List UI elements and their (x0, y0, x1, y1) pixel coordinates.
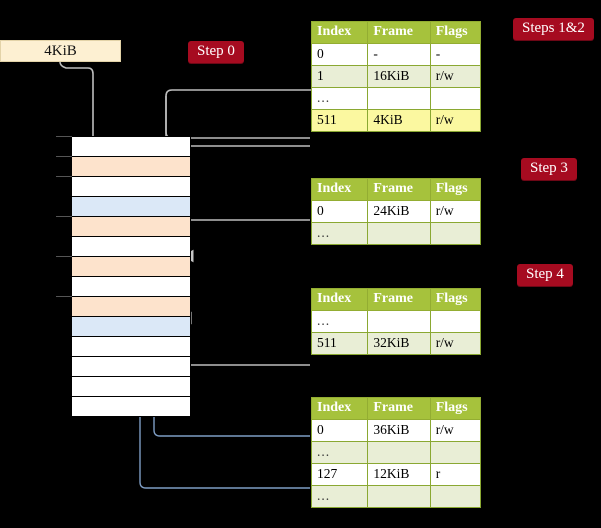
cell-index: ... (310, 441, 369, 464)
cell-index: ... (310, 222, 369, 245)
table-header-row: Index Frame Flags (310, 21, 482, 44)
column-header-flags: Flags (429, 178, 482, 201)
cell-flags: r/w (429, 332, 482, 355)
column-header-frame: Frame (367, 397, 431, 420)
cell-flags: r/w (429, 65, 482, 88)
memory-frame-row (71, 196, 191, 217)
cell-index: 127 (310, 463, 369, 486)
memory-tick (56, 136, 72, 137)
step-0-badge: Step 0 (188, 41, 244, 63)
cell-index: 0 (310, 200, 369, 223)
cell-index: 511 (310, 332, 369, 355)
memory-tick (56, 216, 72, 217)
cell-frame (367, 441, 431, 464)
memory-size-text: 4KiB (44, 43, 77, 59)
physical-memory-column (71, 136, 191, 417)
cell-frame (367, 87, 431, 110)
memory-frame-row (71, 136, 191, 157)
memory-frame-row (71, 316, 191, 337)
table-row: ... (310, 87, 482, 110)
cell-frame: 16KiB (367, 65, 431, 88)
table-row: ... (310, 222, 482, 245)
cell-index: ... (310, 87, 369, 110)
cell-frame: - (367, 43, 431, 66)
memory-frame-row (71, 396, 191, 417)
cell-frame: 32KiB (367, 332, 431, 355)
cell-flags (429, 485, 482, 508)
memory-tick (56, 296, 72, 297)
table-row: ... (310, 310, 482, 333)
cell-flags (429, 441, 482, 464)
memory-frame-row (71, 216, 191, 237)
table-row: ... (310, 485, 482, 508)
column-header-flags: Flags (429, 21, 482, 44)
column-header-flags: Flags (429, 397, 482, 420)
cell-flags: r/w (429, 109, 482, 132)
cell-frame (367, 310, 431, 333)
table-header-row: Index Frame Flags (310, 178, 482, 201)
step-3-label: Step 3 (530, 160, 568, 176)
memory-frame-row (71, 276, 191, 297)
cell-index: 0 (310, 419, 369, 442)
memory-tick (56, 176, 72, 177)
memory-tick (56, 256, 72, 257)
memory-frame-row (71, 376, 191, 397)
cell-flags: - (429, 43, 482, 66)
cell-flags (429, 87, 482, 110)
cell-index: 1 (310, 65, 369, 88)
cell-frame: 36KiB (367, 419, 431, 442)
memory-size-label: 4KiB (0, 40, 121, 62)
table-header-row: Index Frame Flags (310, 397, 482, 420)
cell-flags (429, 222, 482, 245)
memory-frame-row (71, 336, 191, 357)
column-header-index: Index (310, 21, 369, 44)
cell-index: ... (310, 485, 369, 508)
steps-1-2-label: Steps 1&2 (522, 20, 585, 36)
step-3-badge: Step 3 (521, 158, 577, 180)
column-header-index: Index (310, 288, 369, 311)
step-4-badge: Step 4 (517, 264, 573, 286)
cell-flags: r (429, 463, 482, 486)
table-row: 0-- (310, 43, 482, 66)
column-header-frame: Frame (367, 288, 431, 311)
memory-frame-row (71, 356, 191, 377)
memory-frame-row (71, 296, 191, 317)
step-0-label: Step 0 (197, 43, 235, 59)
memory-frame-row (71, 236, 191, 257)
step-4-label: Step 4 (526, 266, 564, 282)
memory-frame-row (71, 176, 191, 197)
cell-frame (367, 485, 431, 508)
column-header-flags: Flags (429, 288, 482, 311)
cell-index: 0 (310, 43, 369, 66)
cell-flags (429, 310, 482, 333)
column-header-frame: Frame (367, 178, 431, 201)
cell-frame: 4KiB (367, 109, 431, 132)
column-header-index: Index (310, 397, 369, 420)
table-row: ... (310, 441, 482, 464)
column-header-frame: Frame (367, 21, 431, 44)
cell-index: ... (310, 310, 369, 333)
cell-flags: r/w (429, 200, 482, 223)
memory-frame-row (71, 156, 191, 177)
cell-frame (367, 222, 431, 245)
memory-tick (56, 156, 72, 157)
steps-1-2-badge: Steps 1&2 (513, 18, 594, 40)
memory-frame-row (71, 256, 191, 277)
cell-flags: r/w (429, 419, 482, 442)
cell-frame: 24KiB (367, 200, 431, 223)
column-header-index: Index (310, 178, 369, 201)
cell-index: 511 (310, 109, 369, 132)
cell-frame: 12KiB (367, 463, 431, 486)
table-header-row: Index Frame Flags (310, 288, 482, 311)
